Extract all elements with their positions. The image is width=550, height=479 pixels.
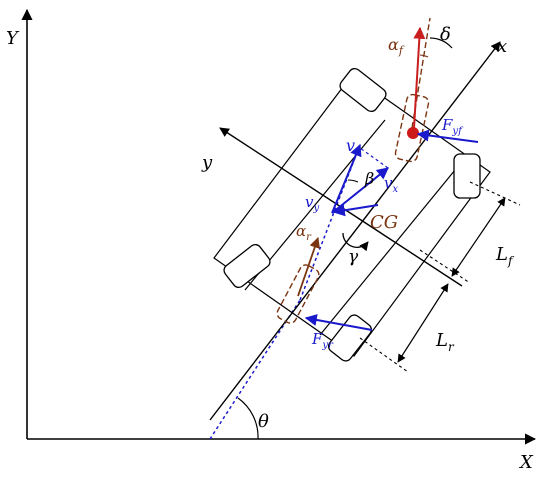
theta-label: θ xyxy=(258,411,269,432)
front-axle-dot xyxy=(407,127,419,139)
gamma-label: γ xyxy=(348,247,359,267)
front-wheel-velocity-arrow xyxy=(413,26,426,129)
beta-arc xyxy=(347,179,359,183)
vehicle-x-axis xyxy=(209,41,501,421)
fyf-label: Fyf xyxy=(441,116,464,137)
rail-right xyxy=(319,169,456,336)
velocity-triangle-dash xyxy=(359,147,389,169)
wheels xyxy=(223,67,481,362)
velocity-v-arrow xyxy=(331,143,362,214)
vy-label: vy xyxy=(305,193,319,214)
velocity-vy-arrow xyxy=(332,204,379,217)
cg-label: CG xyxy=(370,212,398,233)
alpha-r-label: αr xyxy=(296,222,312,243)
lf-label: Lf xyxy=(495,244,515,268)
wheel-rear-right xyxy=(327,314,373,362)
velocity-triangle xyxy=(331,143,389,217)
front-lateral-force-arrow xyxy=(416,129,479,143)
lr-label: Lr xyxy=(435,330,455,354)
cg-dim-ext xyxy=(419,249,471,284)
lf-dimension xyxy=(451,197,506,277)
rear-lateral-force-arrow xyxy=(304,314,373,331)
global-x-label: X xyxy=(518,452,534,473)
vehicle-x-label: x xyxy=(497,36,507,57)
vx-label: vx xyxy=(384,174,398,195)
dimension-lines xyxy=(359,181,521,373)
wheel-front-left xyxy=(339,67,387,113)
lr-dimension xyxy=(397,283,449,363)
theta-arc xyxy=(237,397,259,440)
v-label: v xyxy=(346,136,355,155)
rear-dim-ext xyxy=(359,337,409,373)
yaw-rate-arc xyxy=(342,232,369,252)
fyr-label: Fyr xyxy=(311,330,334,351)
vehicle-y-label: y xyxy=(201,152,213,173)
rear-virtual-wheel xyxy=(276,264,320,324)
beta-label: β xyxy=(364,169,374,188)
global-y-label: Y xyxy=(6,28,20,49)
wheel-front-right xyxy=(453,153,481,199)
delta-arc xyxy=(429,37,453,49)
delta-label: δ xyxy=(440,24,451,45)
alpha-f-label: αf xyxy=(388,35,405,57)
vehicle-outline xyxy=(213,74,491,357)
wheel-rear-left xyxy=(223,243,271,289)
rear-wheel-velocity-arrow xyxy=(297,236,320,297)
alpha-f-arc xyxy=(419,54,429,58)
global-axes: Y X xyxy=(6,8,537,473)
